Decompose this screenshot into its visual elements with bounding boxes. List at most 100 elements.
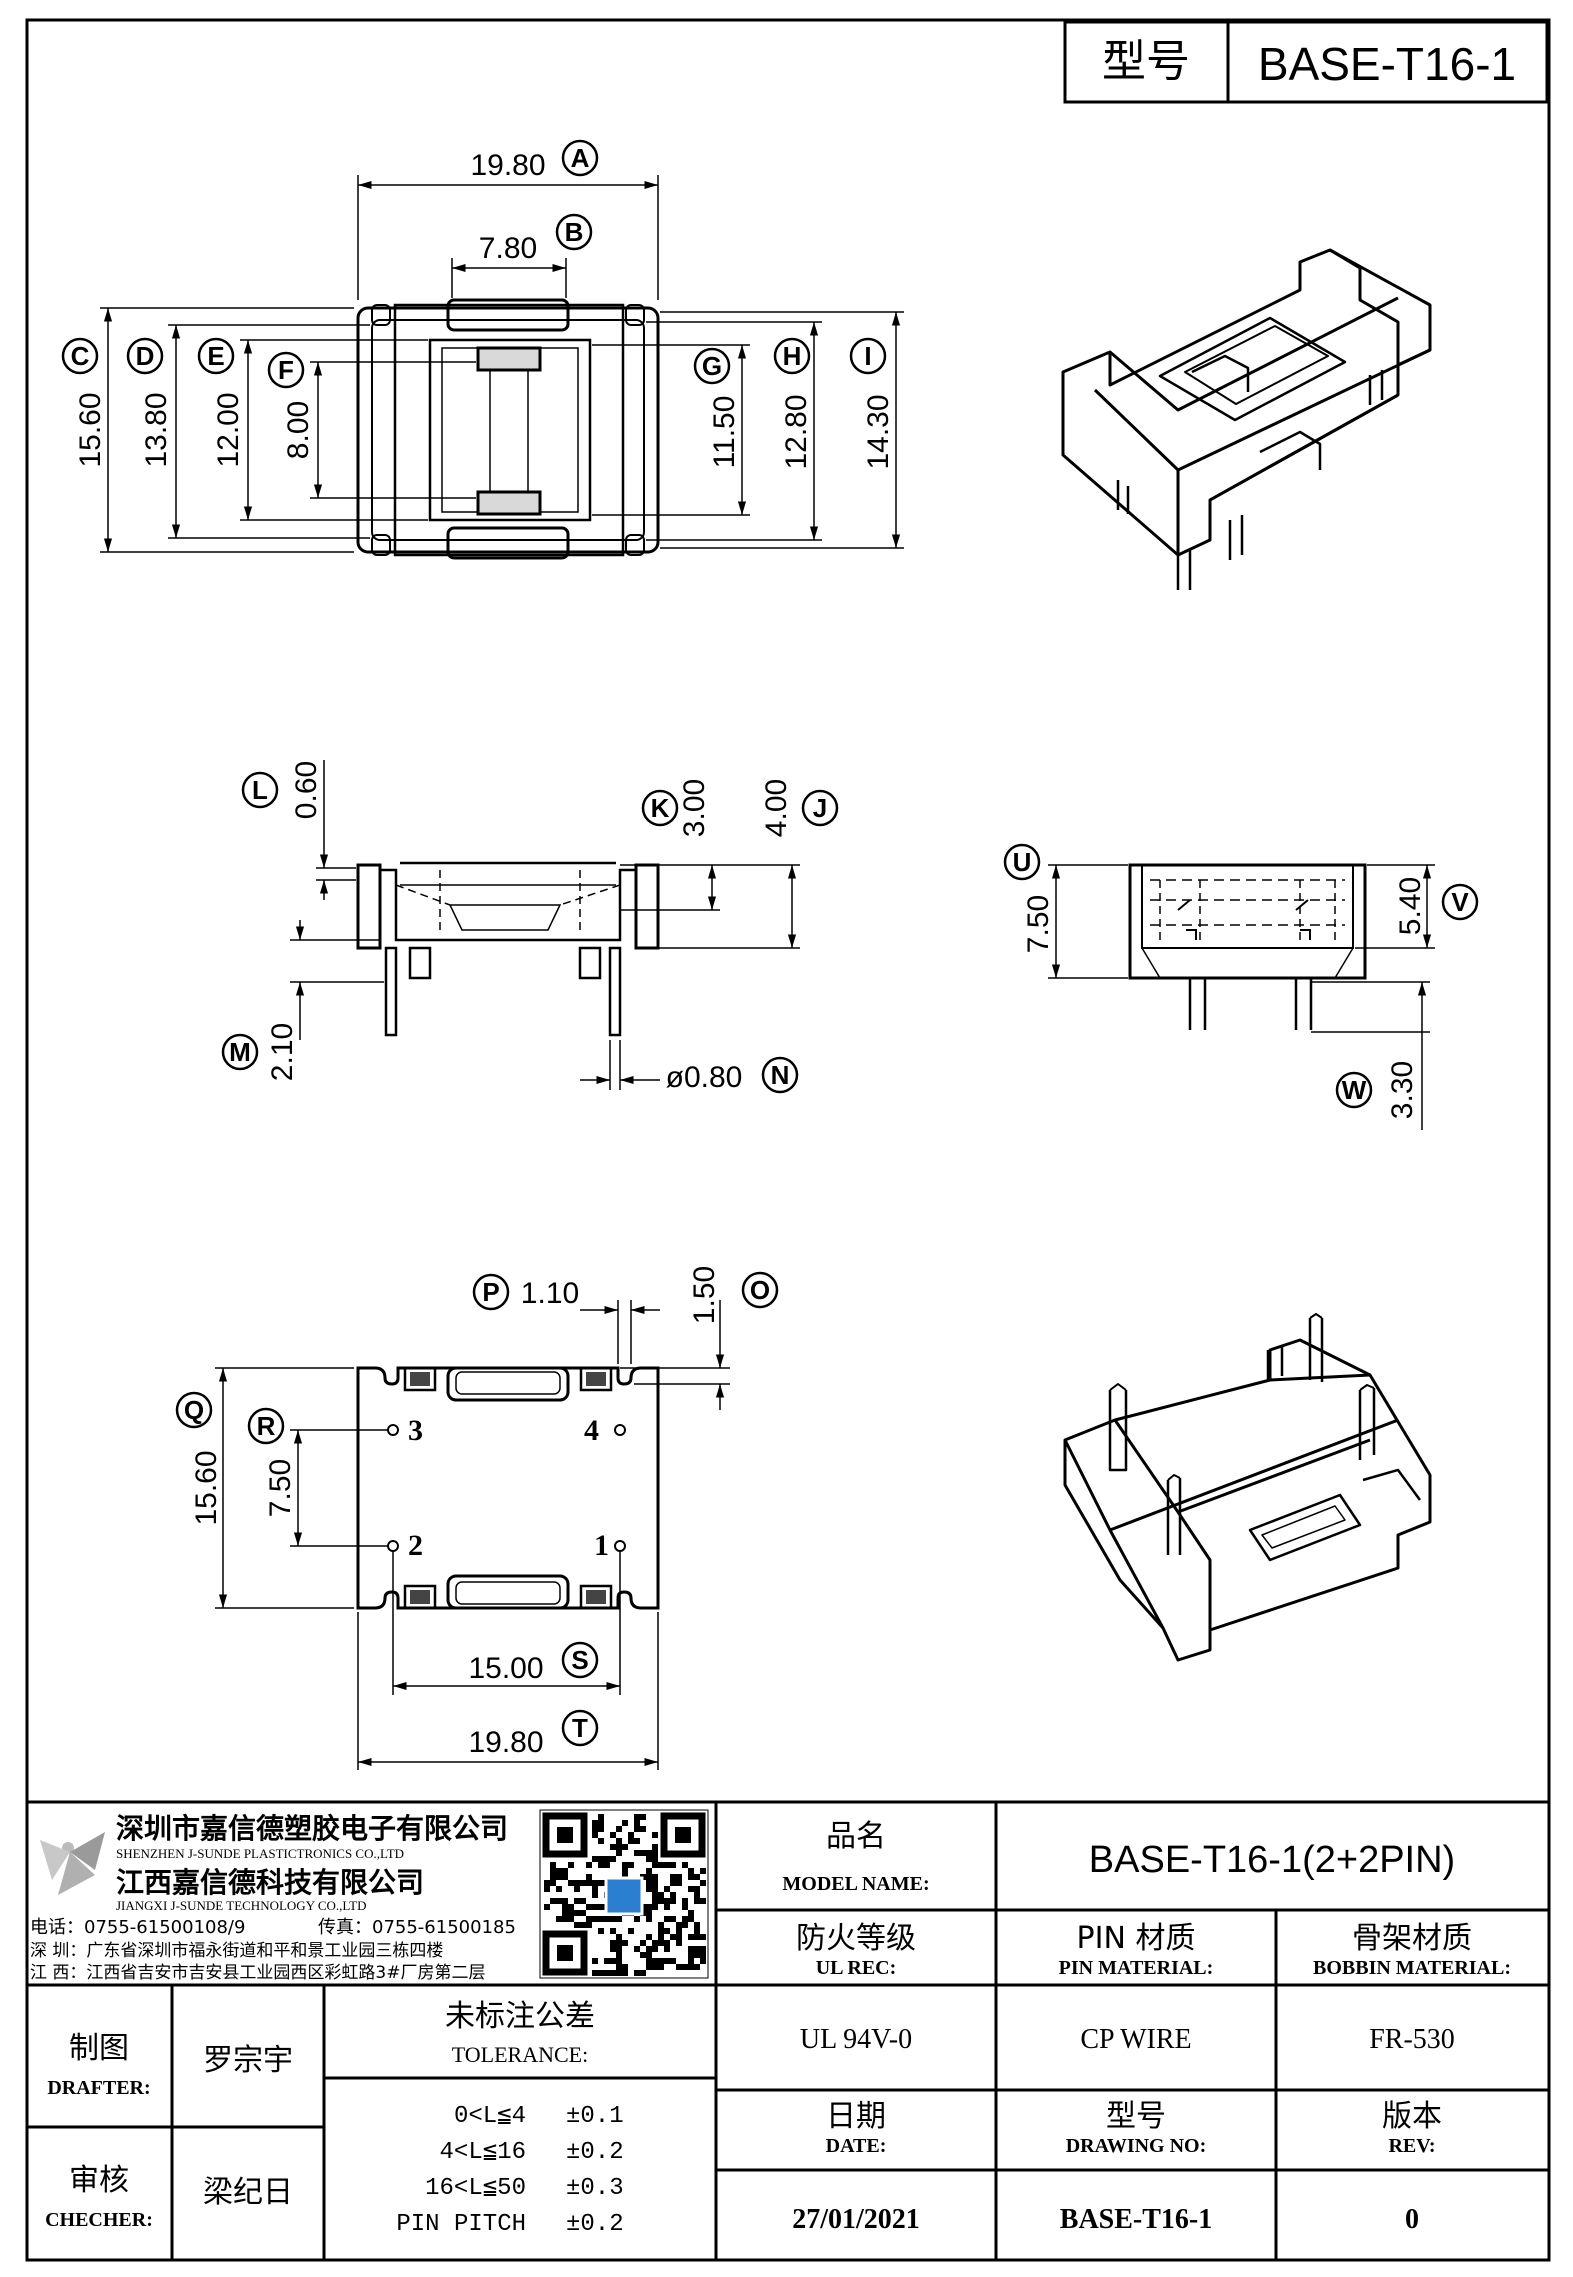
qr-module [544,1904,550,1910]
rev-value: 0 [1405,2204,1419,2235]
qr-module [658,1892,664,1898]
qr-module [682,1922,688,1928]
qr-module [580,1910,586,1916]
qr-module [676,1880,682,1886]
checker-cn: 审核 [69,2163,129,2198]
qr-module [562,1874,568,1880]
qr-module [646,1856,652,1862]
drawing-no-value: BASE-T16-1 [1060,2204,1212,2235]
qr-module [652,1898,658,1904]
svg-text:U: U [1013,847,1032,877]
qr-module [592,1826,598,1832]
qr-module [574,1898,580,1904]
qr-module [586,1862,592,1868]
dim-V: 5.40 V [1394,877,1479,935]
svg-text:2.10: 2.10 [266,1023,299,1081]
qr-module [616,1838,622,1844]
qr-module [664,1928,670,1934]
isometric-view-bottom [1063,1313,1432,1662]
qr-module [568,1880,574,1886]
qr-module [652,1850,658,1856]
dim-P: P 1.10 [472,1273,579,1311]
end-view [1128,863,1367,1030]
qr-module [574,1886,580,1892]
svg-text:7.50: 7.50 [1022,895,1055,953]
qr-module [646,1874,652,1880]
top-view-extension-lines [100,175,904,553]
top-view-dimension-lines [103,180,901,552]
qr-module [688,1934,694,1940]
company-name-jx-en: JIANGXI J-SUNDE TECHNOLOGY CO.,LTD [116,1898,367,1913]
qr-module [700,1880,706,1886]
svg-text:ø0.80: ø0.80 [666,1061,743,1094]
qr-module [646,1916,652,1922]
qr-module [634,1946,640,1952]
qr-module [586,1916,592,1922]
qr-module [598,1916,604,1922]
qr-module [652,1874,658,1880]
company-name-jx: 江西嘉信德科技有限公司 [116,1866,424,1899]
qr-module [700,1898,706,1904]
svg-text:D: D [136,341,155,371]
model-name-cn: 品名 [826,1819,886,1854]
svg-text:I: I [864,341,871,371]
qr-module [610,1970,616,1976]
pin-1-label: 1 [594,1529,609,1562]
tolerance-range: 16<L≦50 [425,2175,526,2202]
svg-text:J: J [813,793,827,823]
qr-module [664,1898,670,1904]
qr-module [556,1868,562,1874]
qr-module [568,1904,574,1910]
qr-module [694,1934,700,1940]
svg-text:5.40: 5.40 [1394,877,1427,935]
qr-module [658,1922,664,1928]
company-logo [40,1832,105,1895]
qr-module [550,1874,556,1880]
qr-module [610,1946,616,1952]
qr-module [688,1874,694,1880]
tolerance-value: ±0.2 [566,2139,624,2166]
qr-module [592,1970,598,1976]
dim-C: C 15.60 [61,337,107,468]
qr-module [646,1964,652,1970]
qr-module [664,1946,670,1952]
drafter-en: DRAFTER: [47,2077,150,2099]
qr-module [646,1958,652,1964]
qr-module [652,1844,658,1850]
qr-module [616,1958,622,1964]
qr-module [640,1970,646,1976]
qr-module [592,1832,598,1838]
qr-module [598,1820,604,1826]
pin-material-value: CP WIRE [1080,2024,1191,2055]
company-name-sz-en: SHENZHEN J-SUNDE PLASTICTRONICS CO.,LTD [116,1846,404,1861]
svg-text:0.60: 0.60 [290,761,323,819]
checker-en: CHECHER: [45,2209,153,2231]
qr-module [622,1964,628,1970]
svg-text:W: W [1342,1075,1367,1105]
qr-module [616,1850,622,1856]
pin-material-en: PIN MATERIAL: [1059,1957,1214,1979]
title-model-value: BASE-T16-1 [1258,38,1516,90]
dim-D: D 13.80 [126,337,173,468]
bobbin-material-en: BOBBIN MATERIAL: [1313,1957,1511,1979]
qr-module [622,1844,628,1850]
qr-module [640,1952,646,1958]
qr-module [568,1916,574,1922]
qr-module [616,1934,622,1940]
drawing-frame [25,18,1551,2262]
qr-module [676,1934,682,1940]
qr-module [646,1880,652,1886]
qr-module [682,1898,688,1904]
qr-code [539,1809,709,1979]
qr-module [694,1928,700,1934]
date-value: 27/01/2021 [792,2204,920,2235]
qr-module [646,1868,652,1874]
company-address-jx: 江 西：江西省吉安市吉安县工业园西区彩虹路3#厂房第二层 [30,1963,485,1983]
qr-module [592,1880,598,1886]
qr-module [640,1814,646,1820]
dim-E: E 12.00 [197,337,245,468]
qr-module [676,1922,682,1928]
qr-module [622,1970,628,1976]
qr-module [664,1904,670,1910]
